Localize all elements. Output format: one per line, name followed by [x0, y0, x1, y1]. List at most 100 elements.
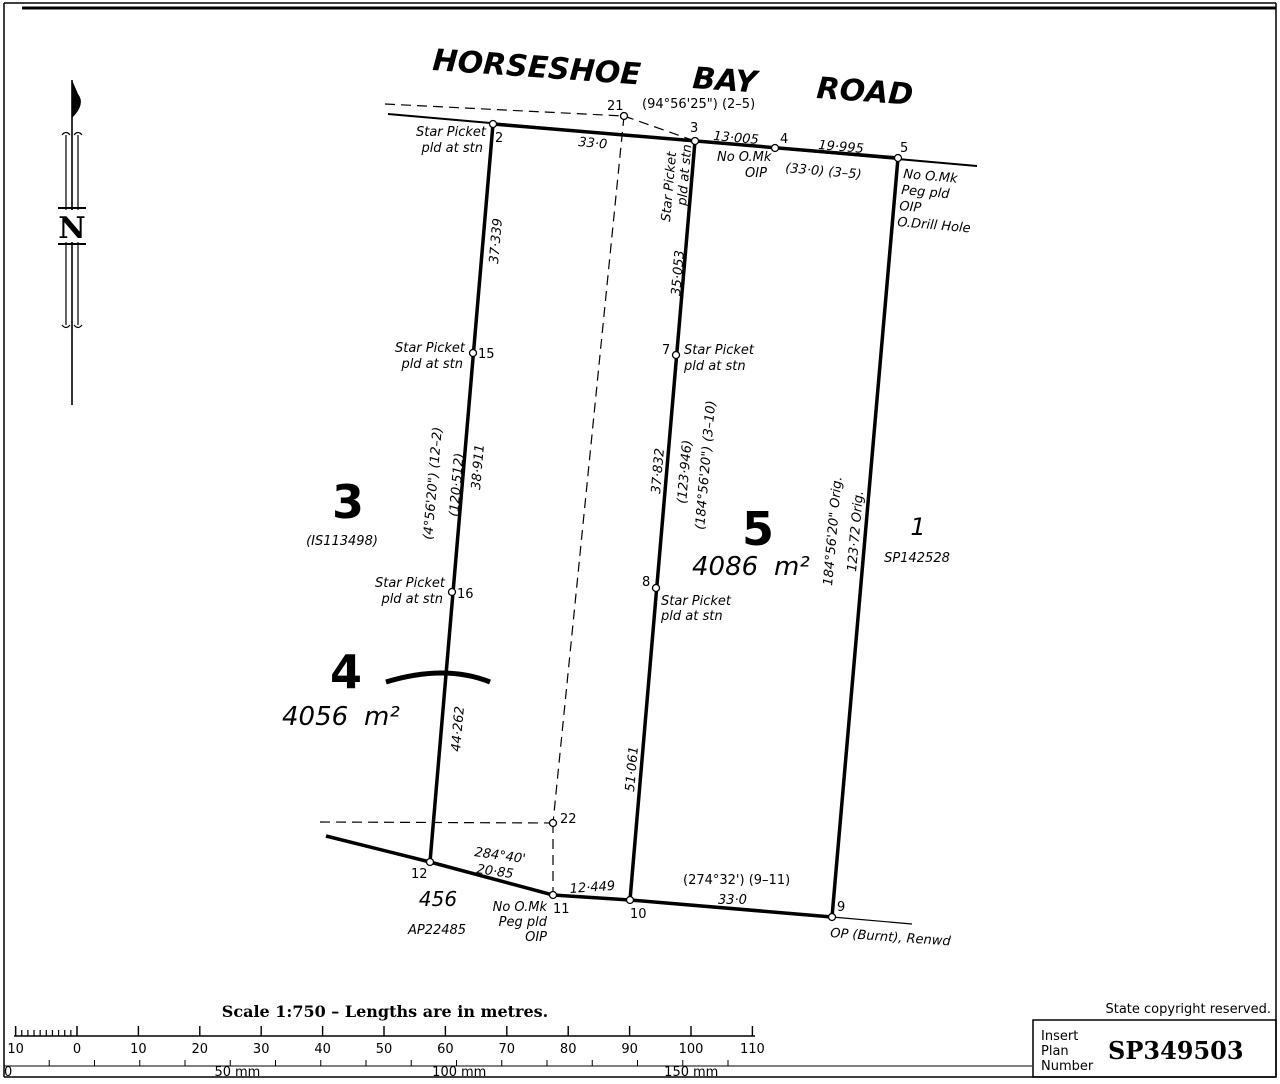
bearing-mid-c: (184°56'20") (3–10) — [693, 400, 719, 531]
station-label: 2 — [495, 131, 503, 146]
scale-mm-label: 0 — [4, 1065, 12, 1080]
scale-metre-label: 10 — [7, 1042, 24, 1057]
scale-mm-unit: mm — [235, 1065, 260, 1080]
mark-note: pld at stn — [400, 357, 463, 372]
title-block-line: Insert — [1041, 1029, 1078, 1044]
lot-3-ref: (IS113498) — [306, 534, 378, 549]
lot-456-number: 456 — [419, 887, 457, 911]
mark-note: O.Drill Hole — [897, 215, 972, 236]
lot-5-number: 5 — [742, 502, 774, 556]
scale-mm-ticks — [3, 1060, 729, 1066]
scale-mm-unit: mm — [693, 1065, 718, 1080]
distance-bottom-right: 33·0 — [718, 893, 747, 908]
mark-note: Star Picket — [416, 125, 487, 140]
lot-4-arc — [385, 670, 491, 685]
plan-number: SP349503 — [1108, 1036, 1244, 1065]
station-label: 22 — [560, 812, 577, 827]
title-block: Insert Plan Number SP349503 — [1032, 1019, 1277, 1078]
station-point-12 — [425, 857, 435, 867]
mark-note: Peg pld — [901, 183, 951, 202]
scale-metre-label: 100 — [679, 1042, 704, 1057]
scale-mm-unit: mm — [461, 1065, 486, 1080]
mark-note: OIP — [899, 199, 922, 216]
station-point-9 — [827, 912, 837, 922]
station-points — [425, 111, 903, 922]
road-word-horseshoe: HORSESHOE — [431, 43, 642, 92]
mark-note: Star Picket — [684, 343, 755, 358]
mark-note: No O.Mk — [493, 900, 548, 915]
lot-4-area: 4056 — [282, 702, 348, 732]
station-point-3 — [690, 136, 700, 146]
dashed-lines — [319, 103, 696, 895]
station-label: 12 — [411, 867, 428, 882]
bearing-right-orig: 184°56'20" Orig. — [821, 476, 846, 587]
distance-mid-b: (123·946) — [675, 439, 696, 504]
scale-metre-label: 110 — [740, 1042, 765, 1057]
station-label: 15 — [478, 347, 495, 362]
distance-21-3: 33·0 — [578, 135, 608, 152]
road-word-road: ROAD — [815, 71, 914, 113]
scale-metre-label: 30 — [253, 1042, 270, 1057]
station-point-2 — [488, 119, 498, 129]
lot-1-ref: SP142528 — [884, 551, 950, 566]
road-word-bay: BAY — [691, 61, 761, 101]
lot-3-number: 3 — [332, 475, 364, 529]
sheet-frame — [3, 2, 1277, 1078]
mark-note: Star Picket — [661, 594, 732, 609]
mark-note: pld at stn — [380, 592, 443, 607]
lot-1-number: 1 — [910, 513, 925, 541]
bearing-left-a: (4°56'20") (12–2) — [421, 426, 446, 540]
bearing-top-label: (94°56'25") (2–5) — [642, 97, 755, 112]
station-point-15 — [468, 348, 478, 358]
station-label: 3 — [690, 121, 698, 136]
scale-metre-ticks — [14, 1026, 754, 1036]
distance-left-top: 37·339 — [487, 218, 506, 265]
bearings-distances: (94°56'25") (2–5) 33·0 13·005 19·995 (33… — [421, 97, 867, 908]
mark-note: OP (Burnt), Renwd — [830, 926, 952, 949]
mark-note: pld at stn — [683, 359, 746, 374]
distance-left-c: 38·911 — [469, 444, 488, 491]
scale-metre-label: 80 — [560, 1042, 577, 1057]
station-label: 16 — [457, 587, 474, 602]
lot-5-unit: m² — [774, 552, 810, 582]
station-point-21 — [619, 111, 629, 121]
station-label: 21 — [607, 99, 624, 114]
station-label: 11 — [553, 902, 570, 917]
title-block-line: Number — [1041, 1059, 1094, 1074]
title-block-line: Plan — [1041, 1044, 1069, 1059]
station-point-7 — [671, 350, 681, 360]
mark-note: Star Picket — [395, 341, 466, 356]
scale-metre-label: 50 — [376, 1042, 393, 1057]
mark-note: No O.Mk — [717, 150, 772, 165]
survey-mark-notes: Star Picket pld at stn Star Picket pld a… — [375, 125, 971, 949]
station-point-16 — [447, 587, 457, 597]
north-label: N — [58, 211, 85, 246]
station-point-11 — [548, 890, 558, 900]
distance-right-orig: 123·72 Orig. — [845, 490, 867, 572]
scale-metre-label: 40 — [314, 1042, 331, 1057]
scale-mm-label: 100 — [432, 1065, 457, 1080]
scale-title: Scale 1:750 – Lengths are in metres. — [222, 1002, 548, 1021]
station-point-8 — [651, 583, 661, 593]
station-label: 8 — [642, 575, 650, 590]
mark-note: pld at stn — [660, 609, 723, 624]
scale-metre-label: 20 — [192, 1042, 209, 1057]
station-label: 9 — [837, 900, 845, 915]
scale-metre-label: 10 — [130, 1042, 147, 1057]
copyright-note: State copyright reserved. — [1105, 1002, 1271, 1017]
north-arrow-icon: N — [58, 80, 86, 405]
mark-note: OIP — [525, 930, 547, 945]
scale-metre-label: 0 — [73, 1042, 81, 1057]
scale-metre-label: 70 — [499, 1042, 516, 1057]
mark-note: Star Picket — [375, 576, 446, 591]
mark-note: No O.Mk — [903, 167, 959, 187]
distance-3-5: (33·0) (3–5) — [785, 161, 862, 183]
lot-4-unit: m² — [364, 702, 400, 732]
scale-metre-label: 60 — [437, 1042, 454, 1057]
distance-3-4: 13·005 — [713, 129, 760, 148]
distance-11-10: 12·449 — [569, 879, 615, 897]
